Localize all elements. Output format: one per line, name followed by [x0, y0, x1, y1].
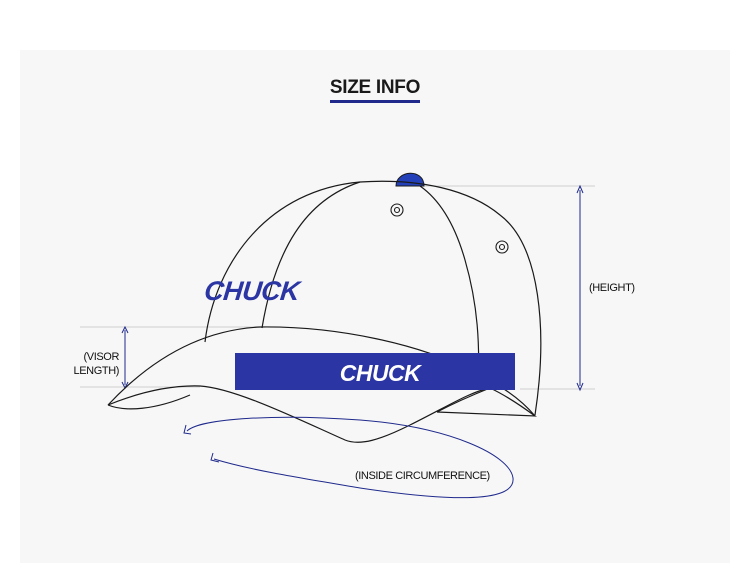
- brand-front-text: CHUCK: [203, 275, 304, 306]
- visor-length-label: (VISOR LENGTH): [72, 350, 120, 378]
- visor-arrow: [121, 325, 129, 390]
- circumference-arrow: [183, 416, 514, 499]
- eyelet-side: [495, 240, 509, 254]
- diagram-panel: [20, 50, 730, 563]
- height-arrow: [576, 184, 584, 392]
- cap-crown: [204, 180, 542, 416]
- brand-band-text: CHUCK: [340, 360, 422, 386]
- page-title: SIZE INFO: [0, 77, 750, 103]
- visor-length-label-line1: (VISOR: [83, 351, 120, 363]
- brand-band: [235, 353, 515, 390]
- height-label: (HEIGHT): [589, 282, 635, 294]
- visor-length-label-line2: LENGTH): [73, 365, 120, 377]
- page-title-text: SIZE INFO: [329, 77, 420, 103]
- circumference-label: (INSIDE CIRCUMFERENCE): [355, 470, 490, 482]
- eyelet-front: [390, 203, 404, 217]
